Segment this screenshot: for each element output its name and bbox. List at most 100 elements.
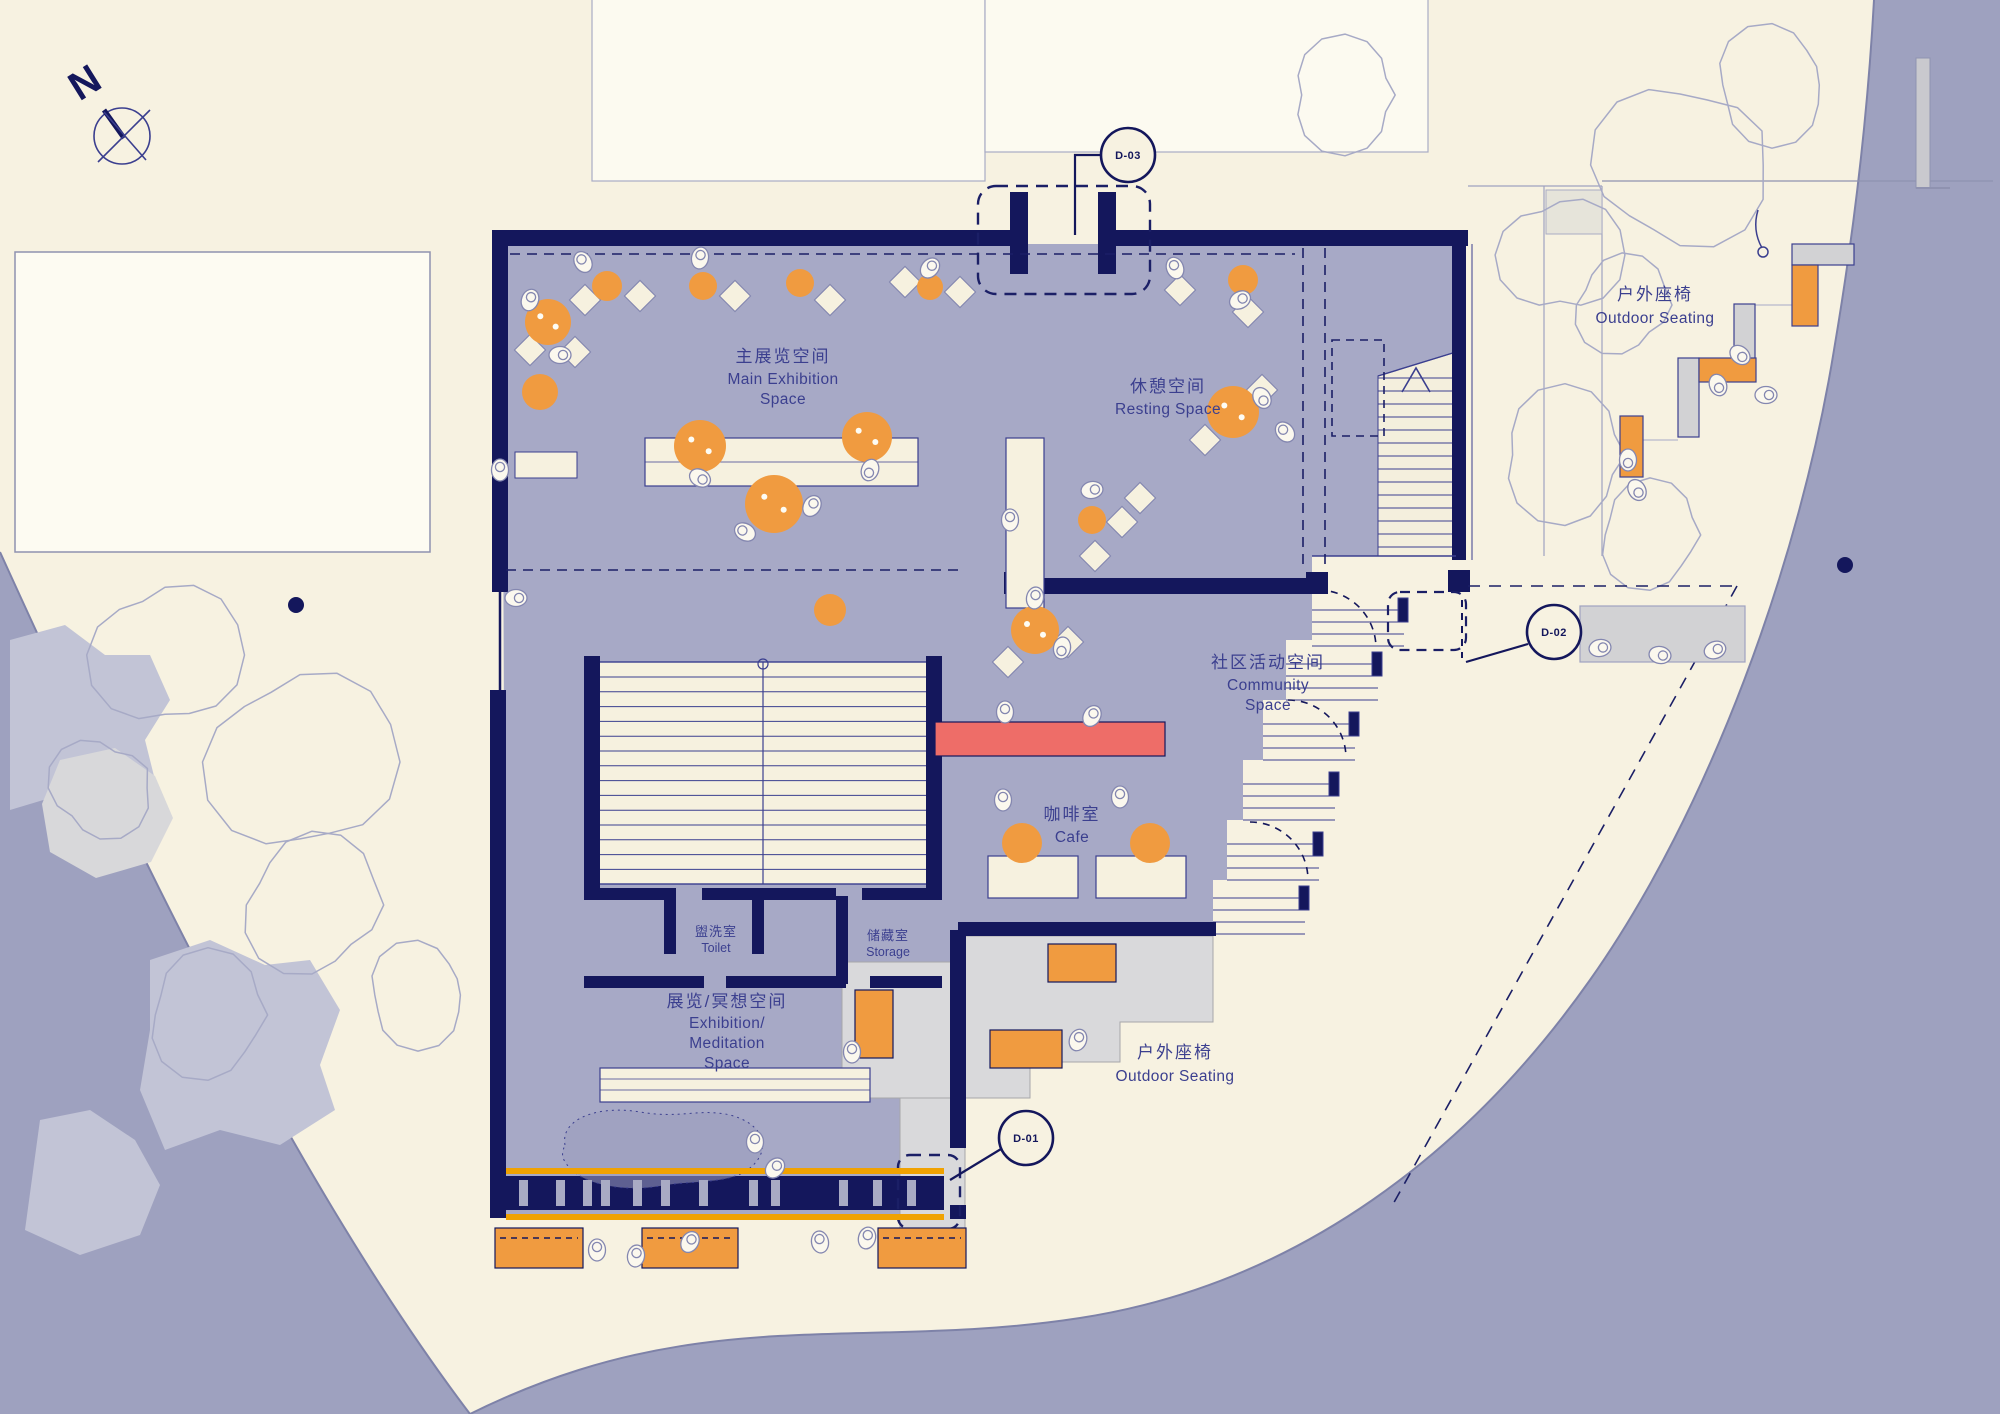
person-head (695, 249, 706, 261)
person-head (808, 498, 819, 509)
person-figure (842, 1040, 862, 1064)
person-head (749, 1133, 761, 1145)
table-round (592, 271, 622, 301)
label-cafe-zh: 咖啡室 (1044, 805, 1101, 824)
label-main-exhibition-en2: Space (760, 391, 806, 408)
tree-icon (1494, 198, 1626, 306)
facade-column (556, 1180, 565, 1206)
facade-gold-strip (506, 1214, 944, 1220)
person-head (557, 349, 569, 361)
seat-diamond (1105, 505, 1139, 539)
door-swing-arcs (1249, 589, 1377, 881)
person-head (1114, 788, 1126, 800)
table-dot (1221, 402, 1228, 409)
table-dot (855, 427, 862, 434)
facade-column (583, 1180, 592, 1206)
tree-icon (1297, 33, 1396, 157)
person-figure (860, 458, 880, 482)
cafe-table (1095, 855, 1187, 899)
tree-icon (1719, 22, 1821, 149)
table-dot (688, 436, 695, 443)
person-head (1763, 389, 1775, 401)
person-figure (688, 468, 712, 488)
person-head (525, 291, 537, 303)
person-head (1713, 382, 1725, 394)
person-head (1258, 395, 1269, 406)
person-head (494, 461, 506, 473)
door-marker-d01: D-01 (1013, 1133, 1039, 1145)
label-community-en2: Space (1245, 697, 1291, 714)
person-head (999, 703, 1011, 715)
seat-diamond (1188, 423, 1222, 457)
table-dot (761, 493, 768, 500)
person-figure (764, 1157, 786, 1179)
person-head (1657, 650, 1669, 661)
table-round (786, 269, 814, 297)
person-figure (1754, 385, 1778, 405)
person-figure (1648, 645, 1672, 665)
person-figure (680, 1230, 700, 1254)
person-head (1168, 259, 1180, 271)
person-head (771, 1160, 783, 1171)
table-dot (552, 323, 559, 330)
step-wall (1348, 711, 1360, 737)
tree-trunk-dot (1837, 557, 1853, 573)
person-figure (1068, 1028, 1088, 1052)
seat-diamond (1078, 539, 1112, 573)
label-outdoor-bottom-zh: 户外座椅 (1137, 1043, 1213, 1062)
table-round (1078, 506, 1106, 534)
person-figure (587, 1238, 607, 1262)
facade-column (873, 1180, 882, 1206)
person-head (863, 467, 875, 479)
person-figure (1627, 478, 1647, 502)
person-head (1633, 487, 1644, 498)
person-figure (919, 257, 941, 279)
table-dot (1024, 621, 1030, 627)
facade-columns (519, 1180, 916, 1206)
step-wall (1371, 651, 1383, 677)
facade-column (839, 1180, 848, 1206)
tree-icon (85, 584, 246, 720)
person-figure (745, 1130, 765, 1154)
facade-column (661, 1180, 670, 1206)
facade-column (907, 1180, 916, 1206)
person-head (686, 1234, 697, 1245)
context-building-top-2 (984, 0, 1429, 153)
person-figure (490, 458, 510, 482)
table-round (1011, 606, 1059, 654)
tree-icon (244, 830, 385, 975)
table-round (745, 475, 803, 533)
water-edge-right (469, 0, 1875, 1414)
label-storage-zh: 储藏室 (867, 928, 909, 943)
facade-gold-strip (506, 1168, 944, 1174)
label-meditation-en2: Meditation (689, 1035, 765, 1052)
label-storage-en: Storage (866, 945, 910, 959)
cafe-table (987, 855, 1079, 899)
person-head (1056, 645, 1067, 657)
person-head (1622, 457, 1634, 469)
label-main-exhibition-en1: Main Exhibition (727, 371, 838, 388)
step-wall (1312, 831, 1324, 857)
pavement-patch (1545, 189, 1603, 235)
person-head (513, 592, 525, 604)
person-figure (520, 288, 540, 312)
table-round (917, 274, 943, 300)
label-meditation-en3: Space (704, 1055, 750, 1072)
table-dot (872, 439, 879, 445)
space-labels: 主展览空间 Main Exhibition Space 休憩空间 Resting… (667, 285, 1714, 1085)
facade-column (633, 1180, 642, 1206)
tree-icon (151, 946, 269, 1082)
seat-diamond (1123, 481, 1157, 515)
table-round (1130, 823, 1170, 863)
seat-diamond (623, 279, 657, 313)
person-head (1030, 589, 1041, 601)
person-figure (1274, 421, 1296, 443)
seat-diamond (813, 283, 847, 317)
table-dot (1238, 414, 1245, 421)
table-round (525, 299, 571, 345)
seat-diamond (718, 279, 752, 313)
table-round (1207, 386, 1259, 438)
table-round (1002, 823, 1042, 863)
table-round (522, 374, 558, 410)
table-dot (1040, 631, 1046, 638)
